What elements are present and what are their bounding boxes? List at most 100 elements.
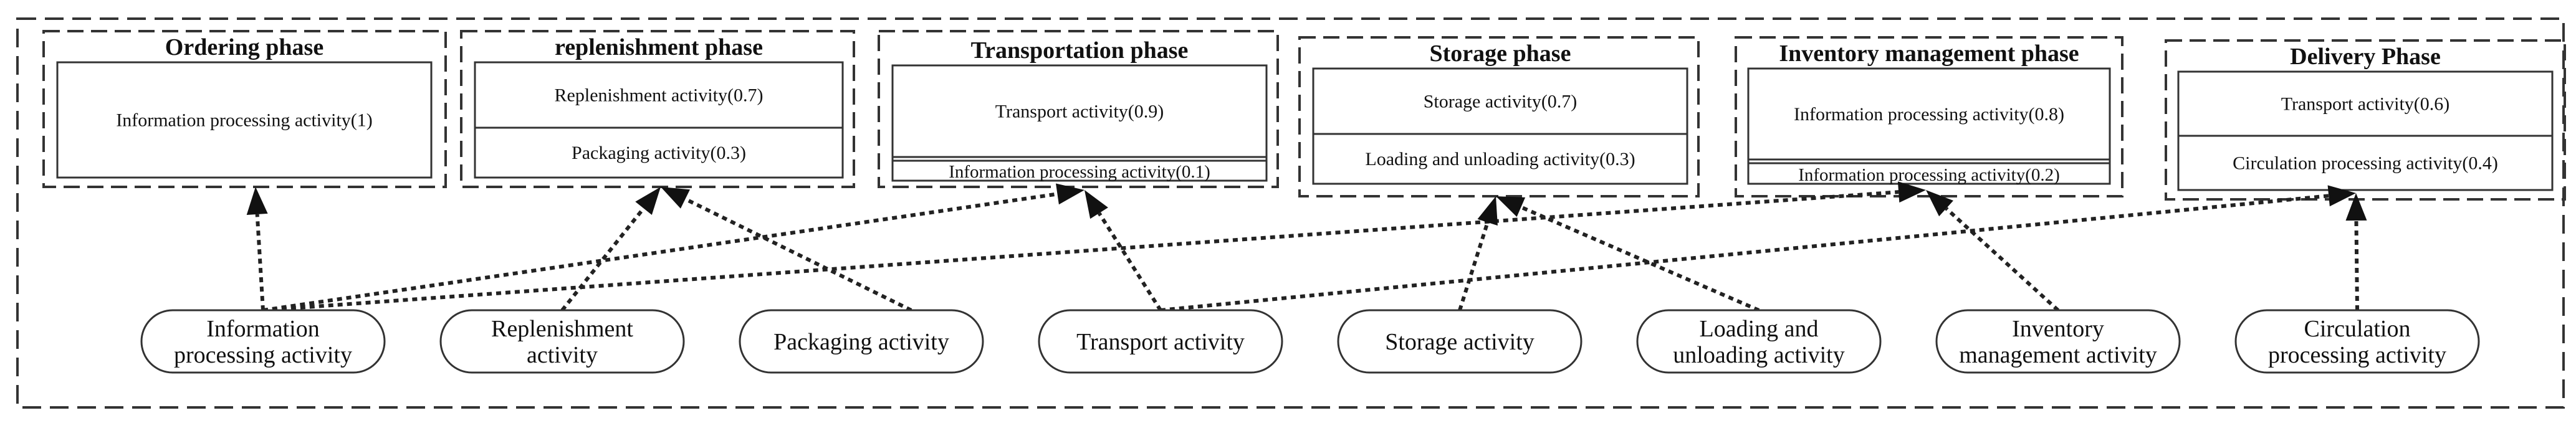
phase-activity-box — [1747, 67, 2111, 185]
activity-pill — [739, 309, 984, 374]
phase-activity-box — [56, 61, 433, 179]
phase-activity-label: Information processing activity(0.8) — [1794, 104, 2064, 125]
connection-line — [255, 214, 265, 311]
activity-label: management activity — [1959, 342, 2157, 368]
phase-title: replenishment phase — [555, 34, 763, 60]
arrow-head-icon — [1926, 190, 1953, 217]
arrow-head-icon — [2345, 193, 2367, 221]
phase-dashed-frame — [460, 30, 855, 188]
activity-node: Transport activity — [1038, 309, 1283, 374]
connection-line — [684, 197, 912, 312]
connection-arrow — [262, 183, 1085, 312]
phase-title: Transportation phase — [971, 37, 1189, 64]
arrow-head-icon — [1897, 181, 1926, 203]
activity-pill — [140, 309, 386, 374]
connection-arrow — [1160, 185, 2356, 312]
connection-line — [1097, 212, 1162, 311]
connection-arrow — [262, 181, 1926, 312]
activity-pill — [1337, 309, 1582, 374]
activity-pill — [1636, 309, 1882, 374]
arrow-head-icon — [246, 187, 268, 215]
activity-node: Packaging activity — [739, 309, 984, 374]
connection-line — [262, 190, 1899, 312]
activity-node: Storage activity — [1337, 309, 1582, 374]
phase-title: Ordering phase — [165, 34, 323, 60]
arrow-head-icon — [1056, 183, 1085, 205]
connection-line — [1160, 194, 2329, 312]
activity-label: processing activity — [174, 342, 352, 368]
arrow-head-icon — [2327, 185, 2356, 207]
arrow-head-icon — [1477, 196, 1498, 226]
activity-label: Packaging activity — [773, 329, 949, 355]
phase-activity-label: Loading and unloading activity(0.3) — [1365, 149, 1635, 169]
connection-arrow — [560, 187, 661, 311]
phase-activity-box — [474, 61, 844, 179]
connection-line — [2354, 220, 2359, 311]
activity-label: Loading and — [1699, 316, 1818, 342]
phase-activity-label: Information processing activity(0.2) — [1798, 165, 2060, 185]
connection-line — [560, 207, 645, 311]
connection-arrow — [246, 187, 268, 311]
activity-pill — [1935, 309, 2181, 374]
phase-title: Inventory management phase — [1779, 40, 2079, 67]
phase-dashed-frame — [2165, 39, 2566, 201]
phase-activity-label: Information processing activity(0.1) — [949, 162, 1210, 182]
connection-line — [1458, 222, 1490, 311]
phase-activity-label: Information processing activity(1) — [116, 110, 373, 131]
connection-line — [262, 192, 1058, 312]
connection-arrow — [1926, 190, 2060, 312]
phase-activity-label: Circulation processing activity(0.4) — [2233, 153, 2498, 174]
activity-label: Transport activity — [1076, 329, 1245, 355]
activity-label: processing activity — [2268, 342, 2446, 368]
phase-dashed-frame — [1298, 36, 1700, 197]
arrow-head-icon — [1496, 196, 1526, 217]
phase-activity-label: Replenishment activity(0.7) — [555, 85, 764, 106]
connection-arrow — [1085, 190, 1162, 311]
connection-line — [1945, 207, 2060, 312]
phase-activity-label: Storage activity(0.7) — [1424, 92, 1578, 112]
outer-dashed-frame — [16, 17, 2565, 409]
activity-label: Inventory — [2012, 316, 2104, 342]
activity-pill — [439, 309, 685, 374]
arrow-head-icon — [661, 187, 690, 209]
connection-line — [1520, 205, 1760, 312]
phase-activity-label: Transport activity(0.9) — [995, 102, 1164, 122]
connection-arrow — [661, 187, 912, 312]
activity-label: Replenishment — [491, 316, 633, 342]
activity-pill — [2234, 309, 2480, 374]
arrows-layer — [246, 181, 2367, 312]
phase-title: Storage phase — [1430, 40, 1571, 67]
phase-title: Delivery Phase — [2290, 44, 2441, 70]
arrow-head-icon — [1085, 190, 1108, 219]
connection-arrow — [2345, 193, 2367, 311]
activity-pill — [1038, 309, 1283, 374]
phase-activity-box — [1312, 67, 1688, 185]
phase-activity-label: Transport activity(0.6) — [2281, 94, 2450, 115]
activity-label: unloading activity — [1673, 342, 1844, 368]
activity-label: activity — [527, 342, 598, 368]
phase-dashed-frame — [42, 30, 447, 188]
activity-label: Circulation — [2304, 316, 2411, 342]
phase-dashed-frame — [878, 30, 1279, 188]
phase-activity-box — [2177, 70, 2554, 191]
connection-arrow — [1496, 196, 1760, 312]
arrow-head-icon — [635, 187, 661, 215]
connection-arrow — [1458, 196, 1498, 311]
activity-label: Information — [206, 316, 320, 342]
activity-label: Storage activity — [1385, 329, 1535, 355]
phase-activity-label: Packaging activity(0.3) — [572, 143, 746, 163]
